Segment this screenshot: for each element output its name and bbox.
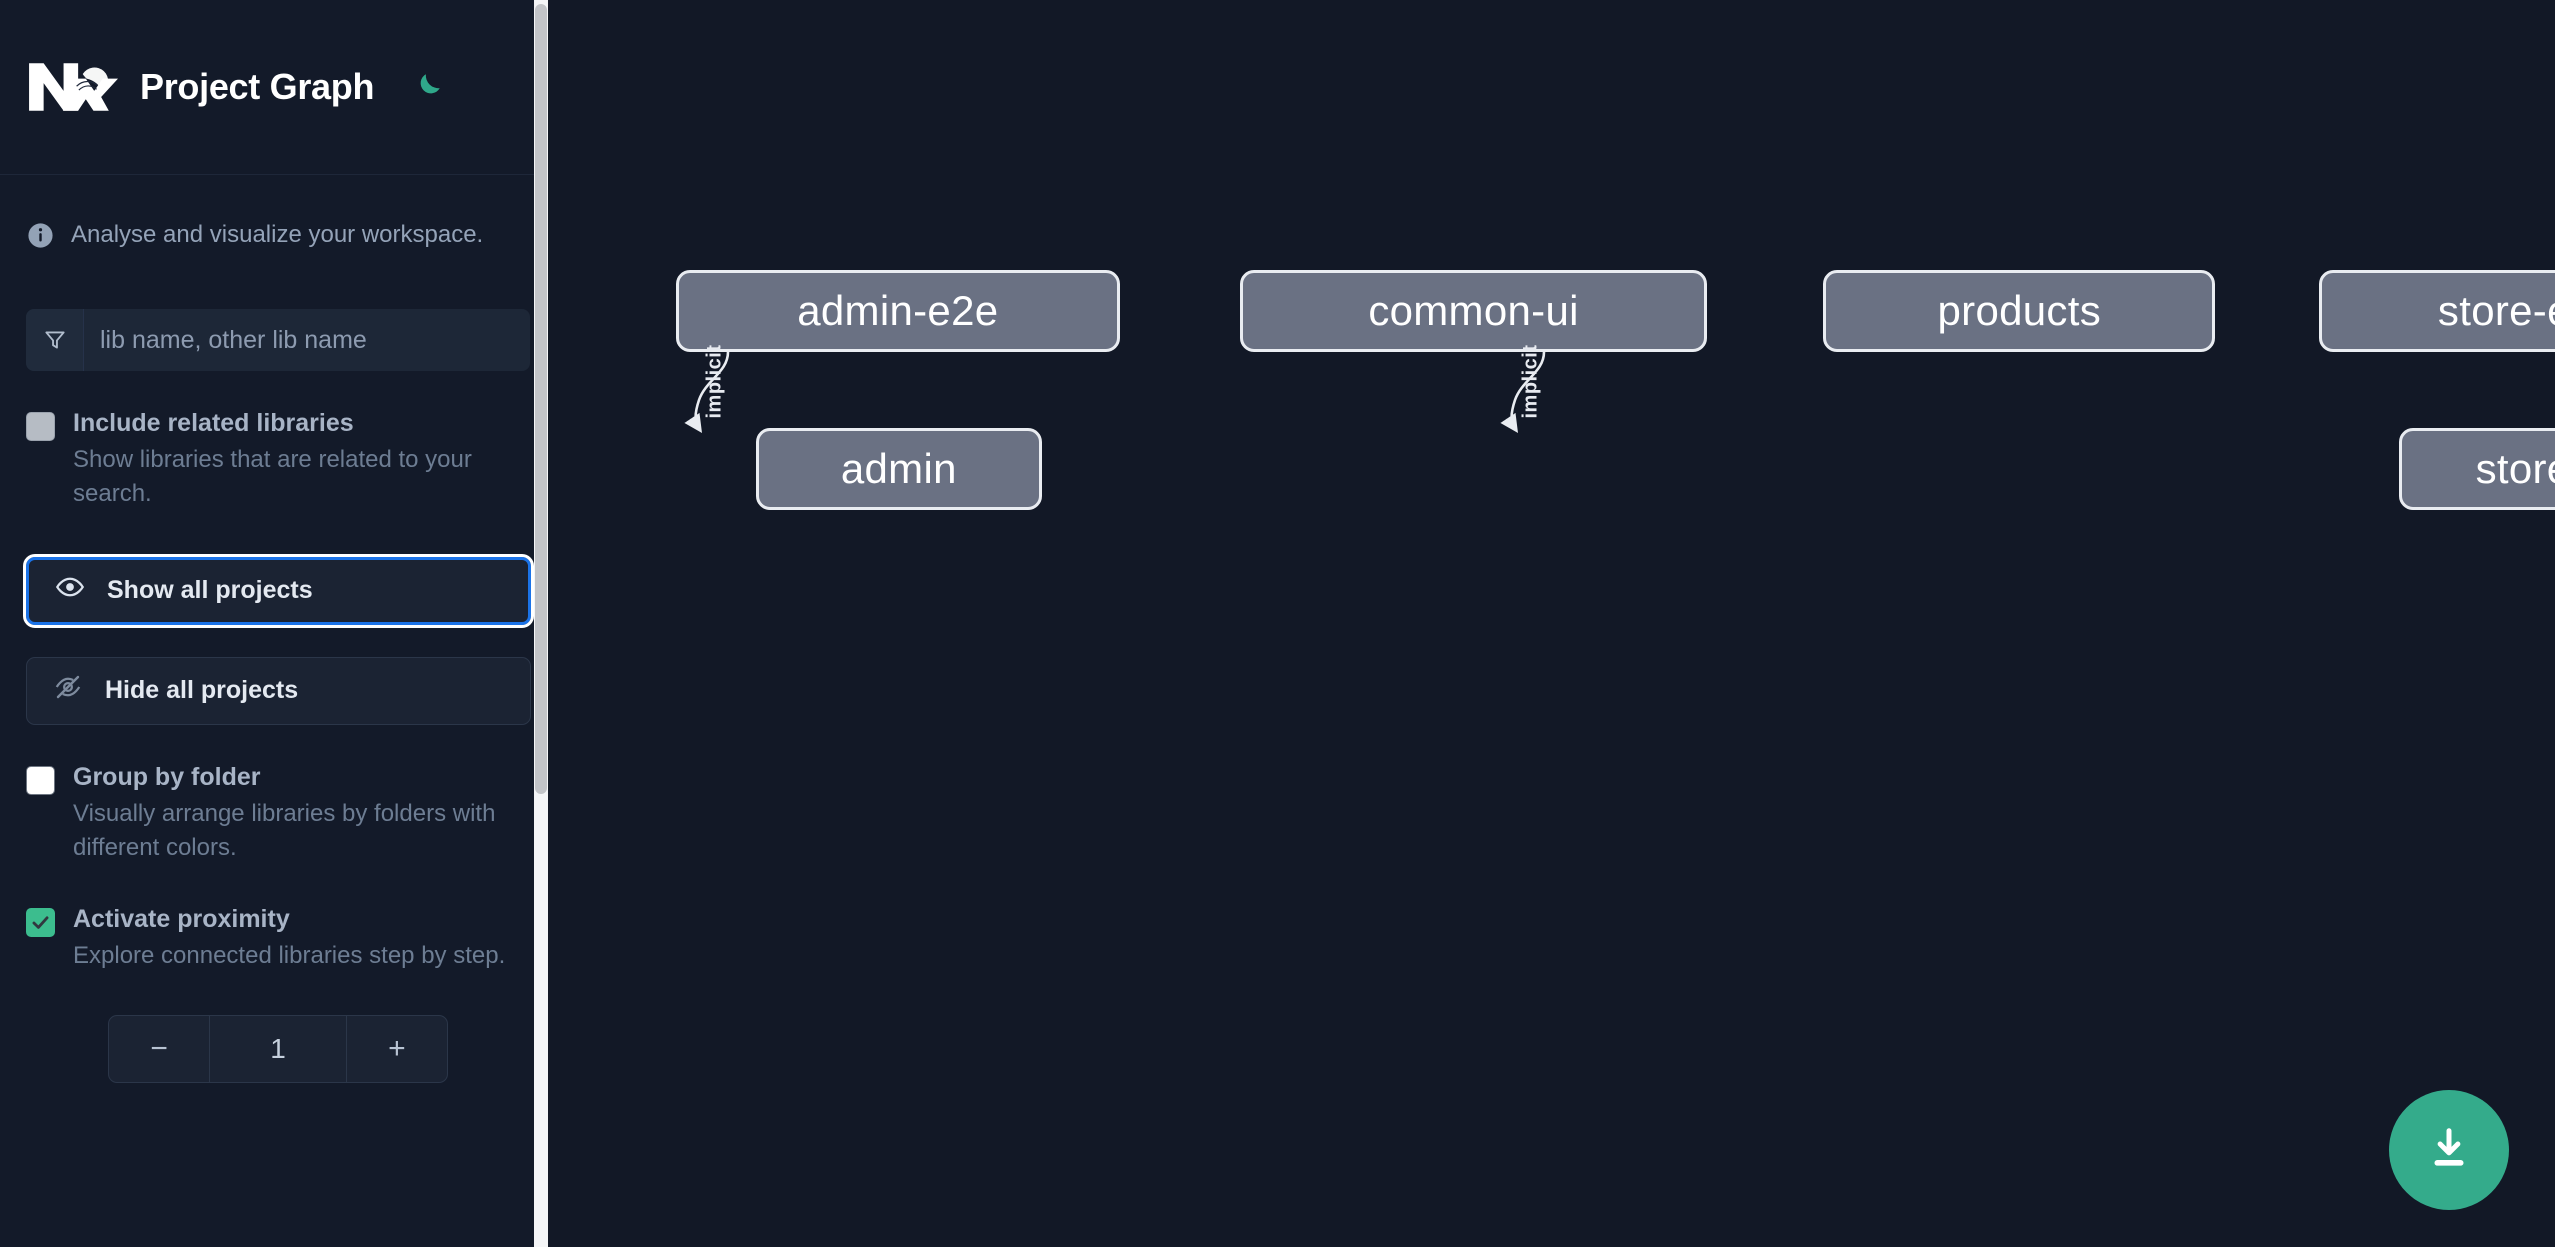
- eye-off-icon: [53, 672, 83, 709]
- edge-label-implicit: implicit: [703, 344, 726, 419]
- option-group-by-folder[interactable]: Group by folder Visually arrange librari…: [0, 761, 556, 865]
- info-icon: [26, 221, 55, 250]
- include-related-libraries-label: Include related libraries: [73, 409, 354, 437]
- group-by-folder-description: Visually arrange libraries by folders wi…: [73, 799, 496, 861]
- sidebar-header: Project Graph: [0, 0, 556, 175]
- group-by-folder-label: Group by folder: [73, 762, 261, 791]
- download-graph-button[interactable]: [2389, 1090, 2509, 1210]
- check-icon: [32, 916, 49, 929]
- proximity-decrement-button[interactable]: −: [109, 1016, 209, 1082]
- graph-node-admin[interactable]: admin: [755, 428, 1042, 510]
- filter-funnel-icon: [26, 309, 84, 371]
- graph-canvas[interactable]: admin-e2e common-ui products store-e2e a…: [556, 0, 2555, 1247]
- sidebar-edge: [548, 0, 556, 1247]
- hide-all-projects-label: Hide all projects: [105, 676, 299, 705]
- proximity-stepper: − 1 +: [26, 1014, 530, 1083]
- stepper-divider: [345, 1015, 347, 1082]
- show-all-projects-button[interactable]: Show all projects: [23, 553, 534, 628]
- graph-edges: [684, 351, 1546, 434]
- projects-visibility-buttons: Show all projects Hide all projects: [23, 553, 534, 725]
- activate-proximity-checkbox[interactable]: [26, 907, 55, 937]
- moon-icon[interactable]: [404, 64, 450, 110]
- proximity-increment-button[interactable]: +: [347, 1016, 447, 1082]
- sidebar-scrollbar-thumb[interactable]: [535, 4, 547, 794]
- edge-label-implicit: implicit: [1519, 344, 1542, 419]
- search-input[interactable]: [84, 309, 530, 371]
- download-icon: [2423, 1123, 2475, 1178]
- option-include-related-libraries[interactable]: Include related libraries Show libraries…: [0, 407, 556, 511]
- nx-logo-icon: [26, 58, 118, 116]
- eye-icon: [55, 572, 85, 609]
- include-related-libraries-description: Show libraries that are related to your …: [73, 445, 472, 507]
- sidebar: Project Graph Analyse and visualize your…: [0, 0, 556, 1247]
- graph-node-common-ui[interactable]: common-ui: [1239, 270, 1708, 352]
- hide-all-projects-button[interactable]: Hide all projects: [26, 656, 531, 725]
- page-title: Project Graph: [140, 66, 375, 107]
- sidebar-tagline-text: Analyse and visualize your workspace.: [71, 221, 484, 248]
- stepper-divider: [209, 1015, 211, 1082]
- graph-node-store-e2e[interactable]: store-e2e: [2319, 270, 2555, 352]
- sidebar-scrollbar[interactable]: [534, 0, 548, 1247]
- include-related-libraries-checkbox[interactable]: [26, 412, 55, 441]
- option-activate-proximity[interactable]: Activate proximity Explore connected lib…: [0, 903, 556, 973]
- sidebar-tagline: Analyse and visualize your workspace.: [0, 175, 556, 259]
- activate-proximity-description: Explore connected libraries step by step…: [73, 941, 506, 969]
- group-by-folder-checkbox[interactable]: [26, 765, 55, 795]
- sidebar-body: Analyse and visualize your workspace. In…: [0, 175, 556, 1083]
- activate-proximity-label: Activate proximity: [73, 904, 290, 933]
- proximity-value: 1: [270, 1032, 286, 1064]
- search-box[interactable]: [26, 309, 530, 371]
- graph-node-admin-e2e[interactable]: admin-e2e: [675, 270, 1120, 352]
- graph-node-store[interactable]: store: [2399, 428, 2555, 510]
- show-all-projects-label: Show all projects: [107, 576, 313, 605]
- graph-node-products[interactable]: products: [1823, 270, 2216, 352]
